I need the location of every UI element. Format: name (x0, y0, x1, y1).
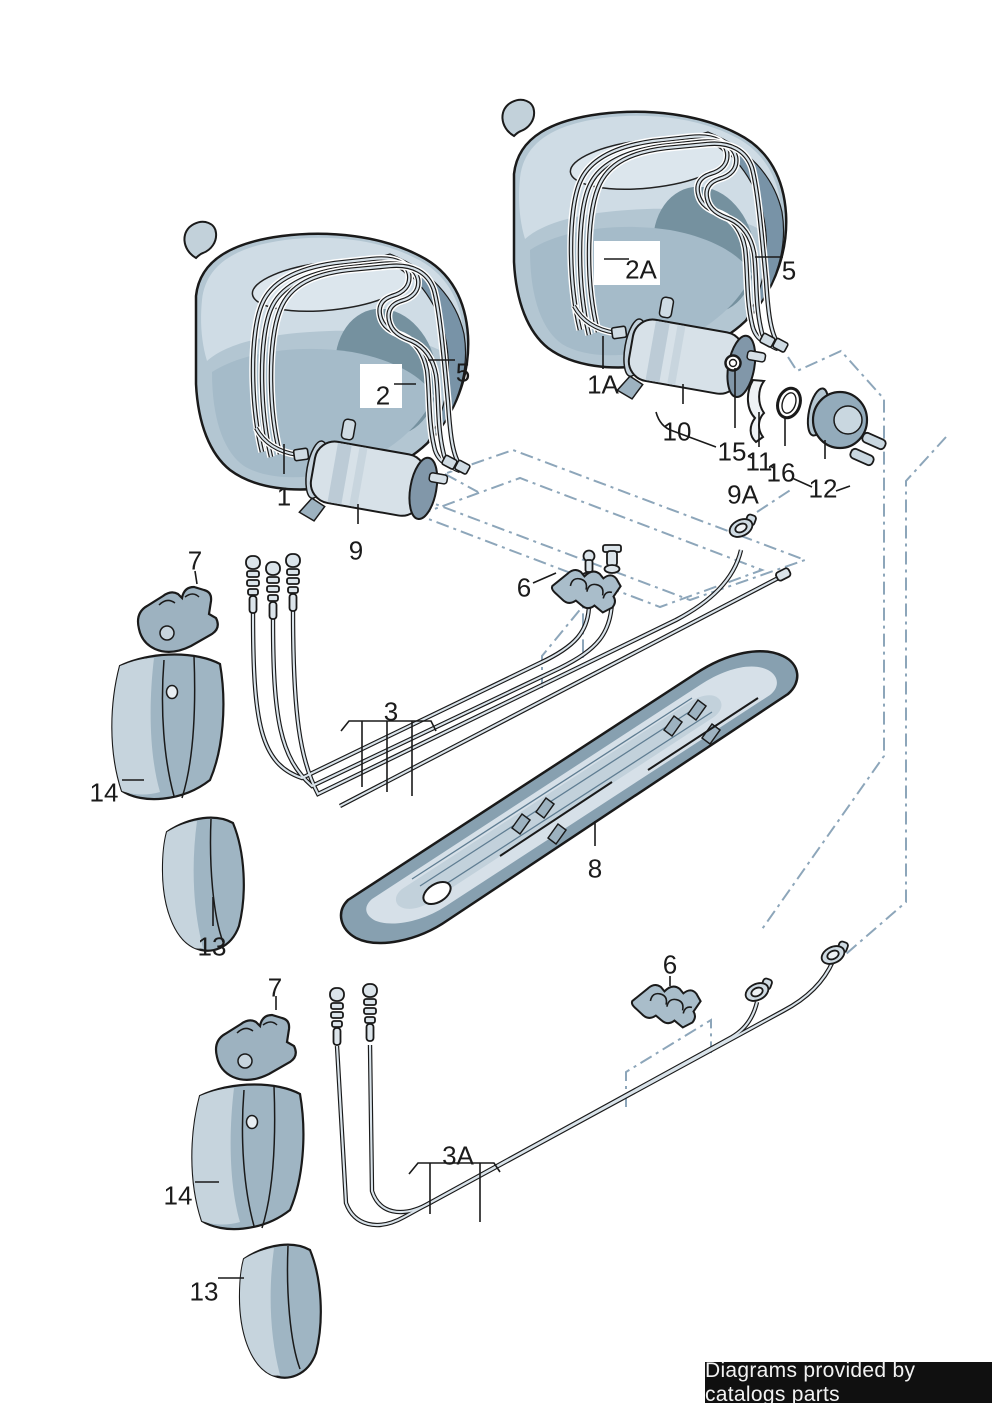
cover-large-upper (111, 653, 225, 801)
callout-15[interactable]: 15 (717, 436, 747, 467)
label-box-2a (594, 241, 660, 285)
callout-10[interactable]: 10 (662, 416, 692, 447)
callout-1[interactable]: 1 (276, 481, 292, 512)
attribution-text: Diagrams provided by catalogs parts (705, 1358, 916, 1403)
hose-connector (245, 555, 261, 614)
fuel-line-bundle-lower (334, 960, 836, 1229)
callout-9[interactable]: 9 (348, 535, 364, 566)
hose-connector (285, 553, 301, 612)
attribution-bar: Diagrams provided by catalogs parts (705, 1358, 992, 1403)
label-box-2 (360, 364, 402, 408)
retaining-bracket-lower (214, 1013, 297, 1081)
callout-13-upper[interactable]: 13 (197, 931, 227, 962)
hose-connector (265, 561, 281, 620)
grommet-connector (741, 976, 774, 1006)
callout-14-upper[interactable]: 14 (89, 777, 119, 808)
callout-14-lower[interactable]: 14 (163, 1180, 193, 1211)
line-protection-plate (339, 650, 799, 945)
hose-connector (362, 983, 378, 1042)
callout-11[interactable]: 11 (745, 446, 773, 477)
callout-3[interactable]: 3 (383, 696, 399, 727)
cover-large-lower (191, 1083, 305, 1231)
callout-6-lower[interactable]: 6 (662, 949, 678, 980)
callout-2a[interactable]: 2A (625, 254, 657, 285)
callout-6-upper[interactable]: 6 (516, 572, 532, 603)
callout-16[interactable]: 16 (766, 457, 796, 488)
callout-1a[interactable]: 1A (587, 369, 619, 400)
delivery-unit-exploded-parts (724, 354, 887, 467)
cover-small-lower (238, 1243, 322, 1379)
callout-7-lower[interactable]: 7 (267, 972, 283, 1003)
line-clip-lower (628, 981, 703, 1031)
leader-lines (122, 256, 851, 1279)
retaining-bracket-upper (136, 585, 219, 653)
callout-13-lower[interactable]: 13 (189, 1276, 219, 1307)
callout-8[interactable]: 8 (587, 853, 603, 884)
fuel-line-bundle-upper (250, 544, 792, 808)
callout-2[interactable]: 2 (375, 380, 391, 411)
hose-connector (329, 987, 345, 1046)
callout-5-left[interactable]: 5 (455, 357, 471, 388)
callout-5-right[interactable]: 5 (781, 255, 797, 286)
elbow-connector-9a (725, 512, 758, 542)
callout-12[interactable]: 12 (808, 473, 838, 504)
elbow-connector (817, 939, 850, 969)
callout-3a[interactable]: 3A (442, 1140, 474, 1171)
line-clip-upper (548, 566, 623, 616)
callout-9a[interactable]: 9A (727, 479, 759, 510)
fuel-tank-left (184, 222, 470, 543)
callout-7-upper[interactable]: 7 (187, 545, 203, 576)
